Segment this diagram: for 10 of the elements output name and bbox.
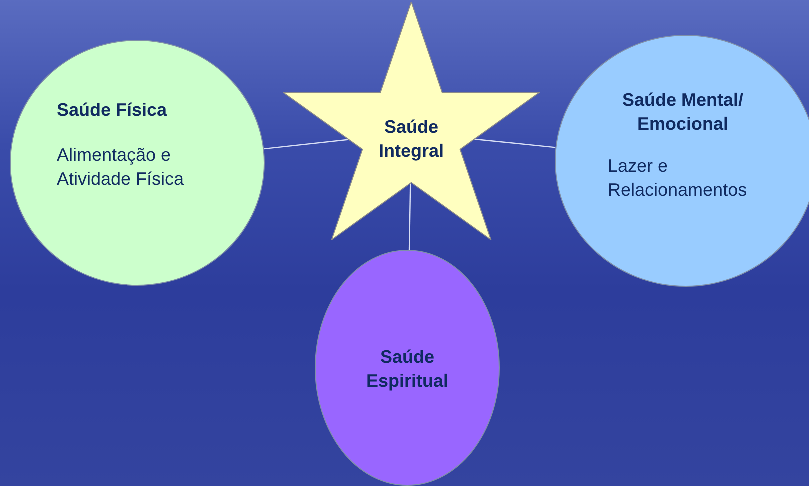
node-body: Lazer e Relacionamentos <box>608 155 748 202</box>
connector-line <box>264 139 350 150</box>
node-title: Saúde Integral <box>378 116 445 163</box>
node-title: Saúde Física <box>57 99 168 121</box>
star-shape <box>283 2 540 240</box>
node-title: Saúde Mental/ Emocional <box>621 89 745 136</box>
connector-line <box>408 183 412 250</box>
node-title: Saúde Espiritual <box>365 346 450 393</box>
node-body: Alimentação e Atividade Física <box>57 144 186 191</box>
connector-line <box>474 138 556 148</box>
